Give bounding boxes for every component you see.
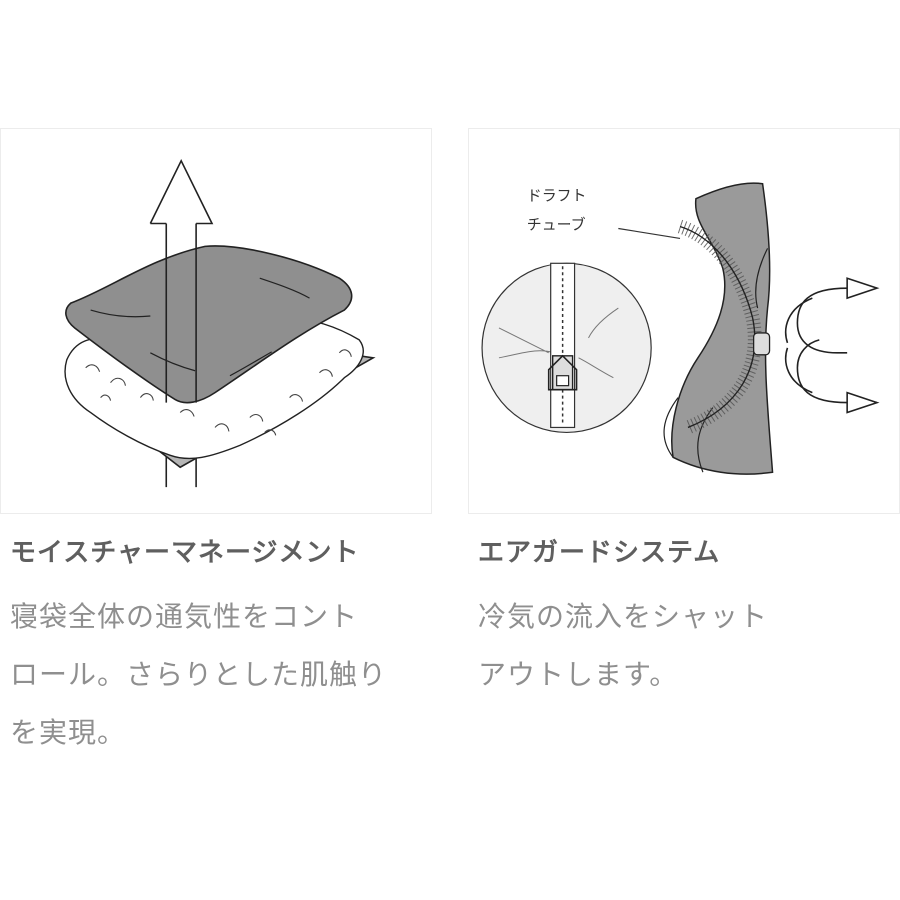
feature-description-moisture: 寝袋全体の通気性をコント ロール。さらりとした肌触り を実現。 — [10, 588, 387, 762]
airflow-arrow-icon — [796, 339, 877, 404]
callout-label-line2: チューブ — [527, 215, 586, 233]
layered-fabric-icon — [64, 159, 376, 488]
feature-title-airguard: エアガードシステム — [478, 538, 721, 568]
callout-label-line1: ドラフト — [527, 187, 587, 205]
description-line: ロール。さらりとした肌触り — [10, 658, 388, 691]
description-line: 冷気の流入をシャット — [478, 600, 769, 633]
description-line: 寝袋全体の通気性をコント — [10, 600, 359, 633]
zipper-draft-tube-icon: ドラフト チューブ — [481, 182, 880, 475]
feature-description-airguard: 冷気の流入をシャット アウトします。 — [478, 588, 768, 704]
air-guard-illustration: ドラフト チューブ — [468, 128, 900, 514]
up-arrow-icon — [149, 159, 214, 225]
feature-title-moisture: モイスチャーマネージメント — [10, 538, 360, 568]
moisture-management-illustration — [0, 128, 432, 514]
description-line: を実現。 — [10, 716, 127, 749]
airflow-arrow-icon — [796, 287, 877, 354]
sleeping-bag-shell — [671, 182, 774, 475]
description-line: アウトします。 — [478, 658, 679, 691]
